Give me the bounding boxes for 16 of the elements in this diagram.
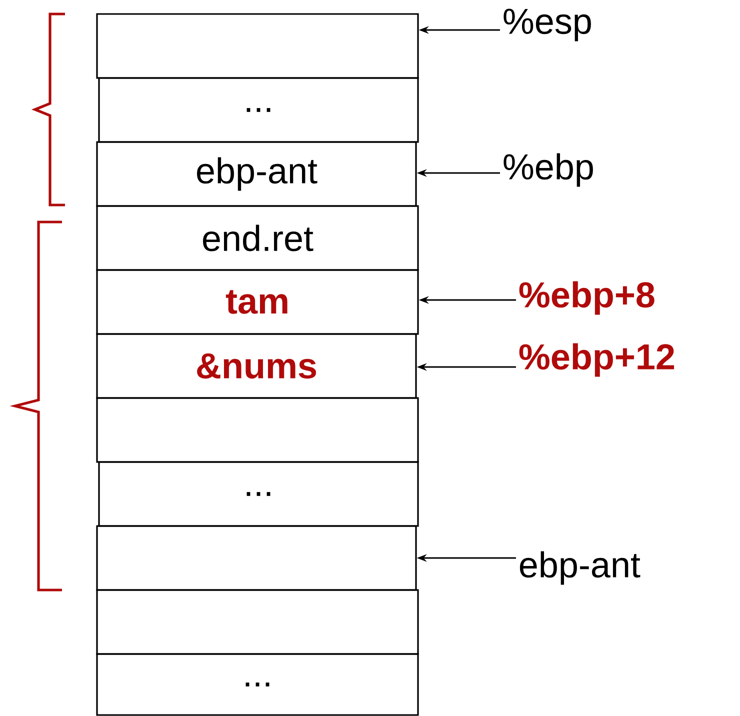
stack-cell: ... (98, 77, 419, 143)
stack-cell (96, 397, 419, 463)
stack-cell (96, 589, 419, 655)
pointer-label: %ebp+8 (519, 281, 654, 315)
stack-cell: ebp-ant (96, 141, 417, 207)
stack-cell: &nums (96, 333, 417, 399)
stack-cell: ... (98, 461, 419, 527)
stack-cell: end.ret (96, 205, 419, 271)
pointer-label: %ebp+12 (519, 343, 674, 377)
pointer-label: %esp (504, 8, 591, 42)
pointer-label: %ebp (504, 153, 593, 187)
stack-cell (96, 13, 419, 79)
stack-cell: tam (96, 269, 419, 335)
stack-cell: ... (96, 653, 419, 716)
pointer-label: ebp-ant (520, 551, 640, 585)
stack-cell (96, 525, 417, 591)
